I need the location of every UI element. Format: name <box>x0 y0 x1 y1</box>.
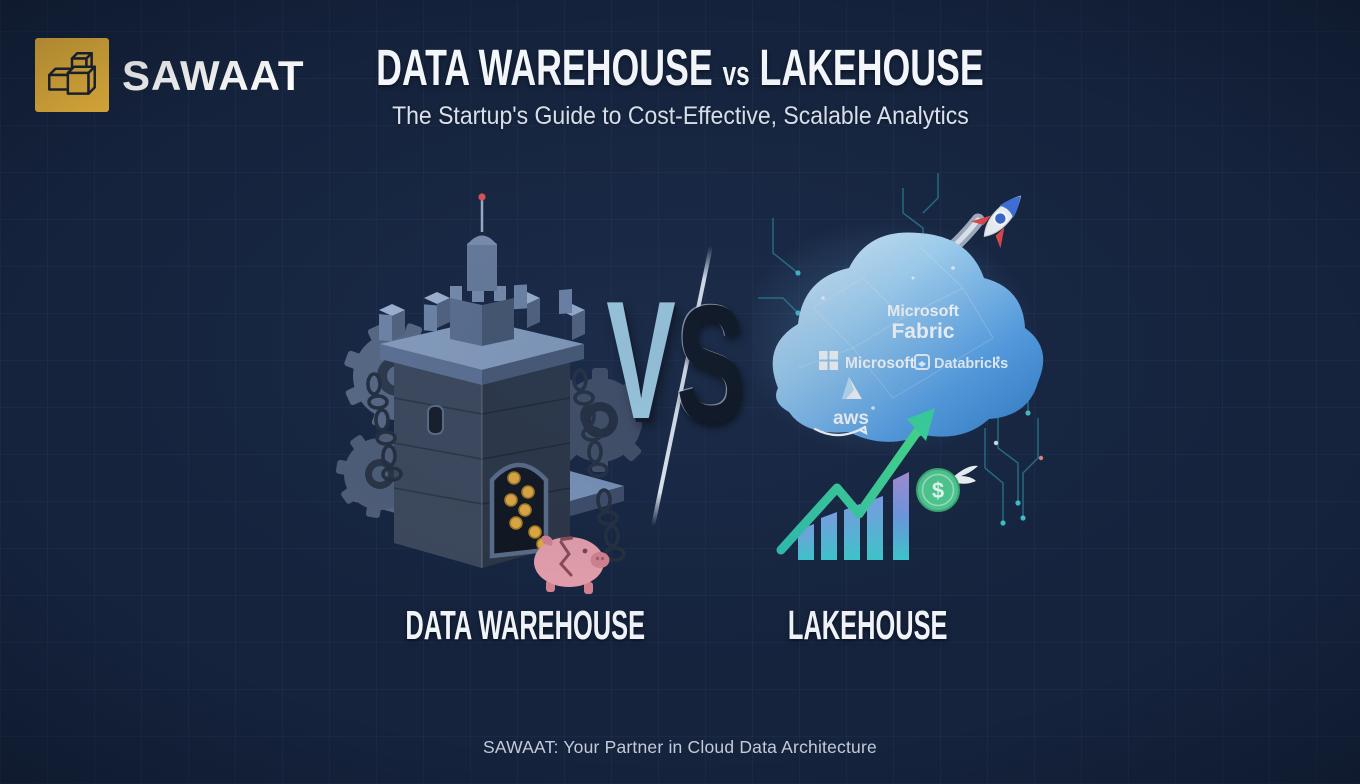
title-left: DATA WAREHOUSE <box>376 39 713 96</box>
data-warehouse-label: DATA WAREHOUSE <box>405 602 646 648</box>
lakehouse-illustration: Microsoft Fabric Microsoft Databricks aw… <box>738 158 1058 593</box>
microsoft-fabric-logo-line1: Microsoft <box>887 303 960 320</box>
antenna-light <box>478 193 486 201</box>
castle-spire <box>450 193 514 346</box>
lakehouse-label: LAKEHOUSE <box>787 602 948 648</box>
microsoft-logo-text: Microsoft <box>845 355 915 372</box>
winged-dollar-icon: $ <box>916 465 978 512</box>
title-right: LAKEHOUSE <box>759 39 984 96</box>
title-vs: vs <box>722 55 750 93</box>
page-title: DATA WAREHOUSE vs LAKEHOUSE <box>0 38 1360 97</box>
versus-v: V <box>606 266 676 454</box>
castle-window <box>427 405 444 435</box>
microsoft-fabric-logo-line2: Fabric <box>891 320 954 343</box>
databricks-logo-text: Databricks <box>934 356 1008 372</box>
data-warehouse-illustration <box>332 148 652 595</box>
dollar-sign: $ <box>932 478 944 503</box>
footer-tagline: SAWAAT: Your Partner in Cloud Data Archi… <box>483 737 877 757</box>
versus-s: S <box>676 270 746 458</box>
page-subtitle: The Startup's Guide to Cost-Effective, S… <box>391 102 969 130</box>
aws-logo-text: aws <box>833 408 869 429</box>
piggy-bank-icon <box>534 535 610 594</box>
